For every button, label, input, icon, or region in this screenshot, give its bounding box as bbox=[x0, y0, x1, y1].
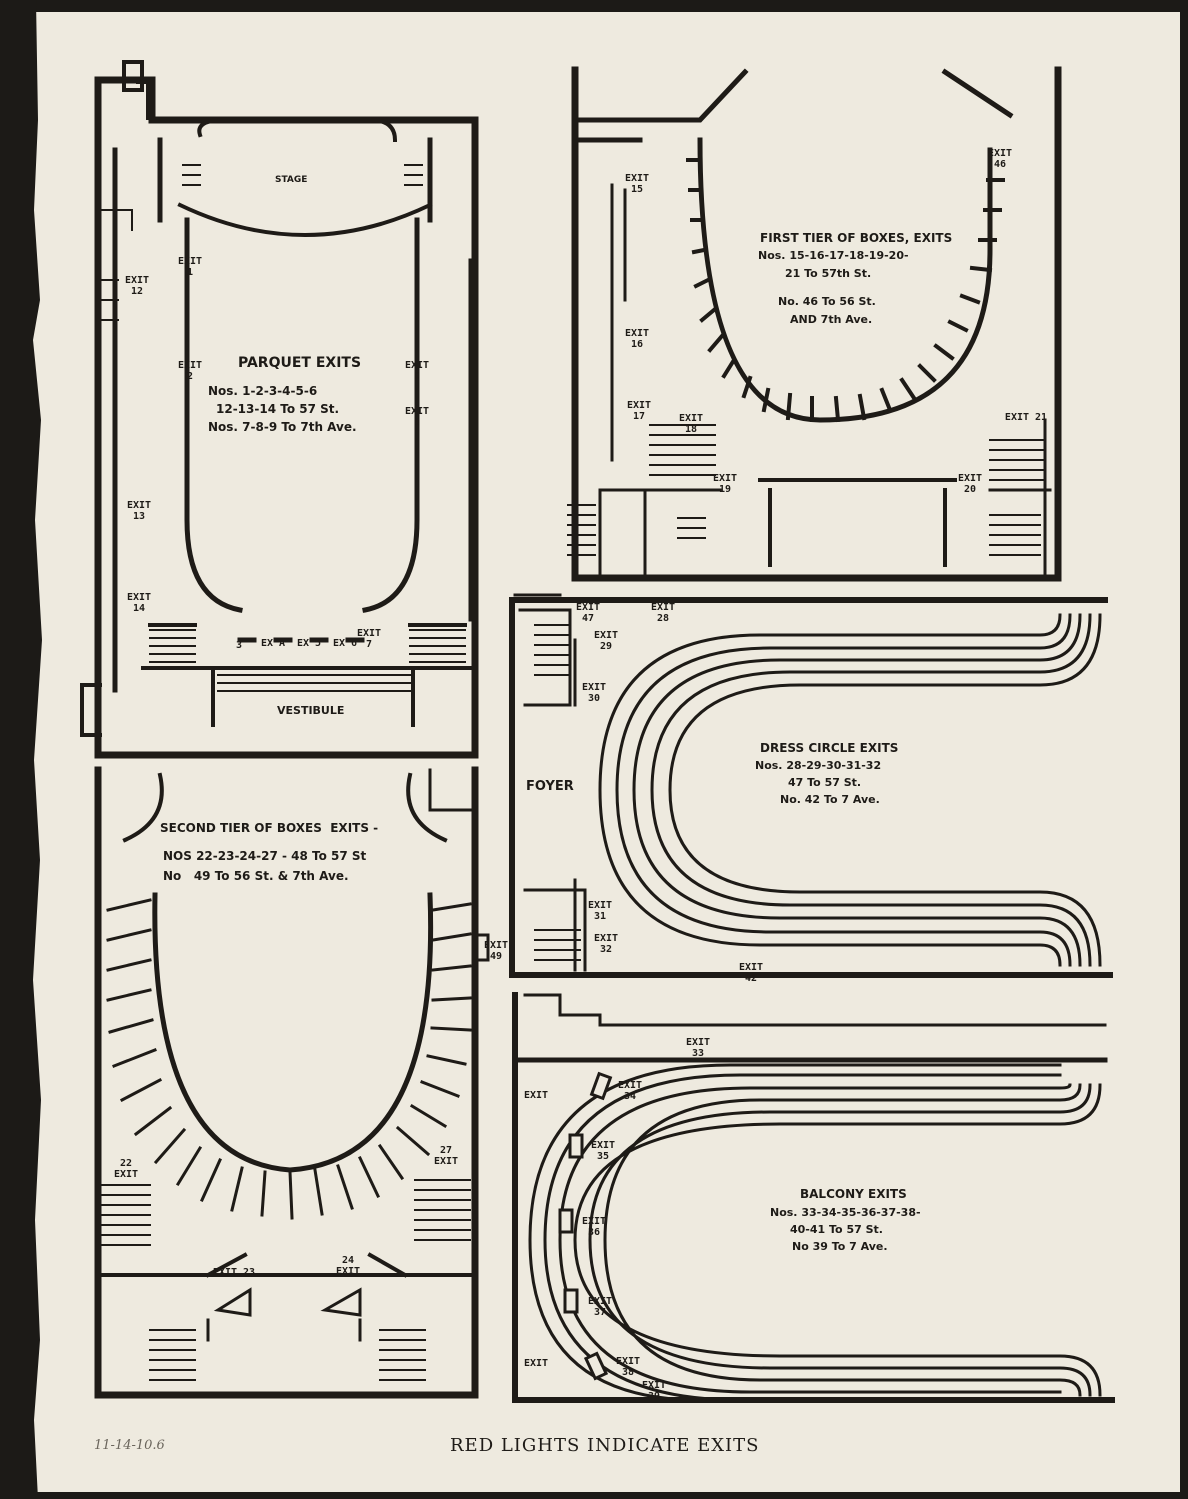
parquet-exit-6: EX 6 bbox=[332, 638, 358, 649]
dress-circle-line-2: 47 To 57 St. bbox=[788, 776, 862, 789]
first-tier-exit-21: EXIT 21 bbox=[1004, 412, 1048, 423]
first-tier-line-1: Nos. 15-16-17-18-19-20- bbox=[758, 249, 909, 262]
balcony-title: BALCONY EXITS bbox=[800, 1187, 907, 1201]
balcony-line-3: No 39 To 7 Ave. bbox=[792, 1240, 888, 1253]
dress-circle-exit-47: EXIT 47 bbox=[575, 602, 601, 624]
dress-circle-line-3: No. 42 To 7 Ave. bbox=[780, 793, 880, 806]
first-tier-line-2: 21 To 57th St. bbox=[785, 267, 872, 280]
parquet-exit-a: EX A bbox=[260, 638, 286, 649]
dress-circle-exit-32: EXIT 32 bbox=[593, 933, 619, 955]
parquet-exit-14: EXIT 14 bbox=[126, 592, 152, 614]
balcony-exit-34: EXIT 34 bbox=[617, 1080, 643, 1102]
first-tier-line-4: AND 7th Ave. bbox=[790, 313, 873, 326]
balcony-line-2: 40-41 To 57 St. bbox=[790, 1223, 883, 1236]
parquet-line-1: Nos. 1-2-3-4-5-6 bbox=[208, 384, 318, 398]
second-tier-exit-23: EXIT 23 bbox=[212, 1267, 256, 1278]
first-tier-exit-20: EXIT 20 bbox=[957, 473, 983, 495]
dress-circle-plan bbox=[509, 593, 1113, 978]
balcony-exit-33: EXIT 33 bbox=[685, 1037, 711, 1059]
balcony-exit-38: EXIT 38 bbox=[615, 1356, 641, 1378]
balcony-exit-36: EXIT 36 bbox=[581, 1216, 607, 1238]
pencil-note: 11-14-10.6 bbox=[94, 1438, 165, 1453]
dress-circle-exit-31: EXIT 31 bbox=[587, 900, 613, 922]
balcony-line-1: Nos. 33-34-35-36-37-38- bbox=[770, 1206, 921, 1219]
second-tier-exit-27: 27 EXIT bbox=[433, 1145, 459, 1167]
parquet-line-3: Nos. 7-8-9 To 7th Ave. bbox=[208, 420, 357, 434]
balcony-exit-35: EXIT 35 bbox=[590, 1140, 616, 1162]
first-tier-title: FIRST TIER OF BOXES, EXITS bbox=[760, 231, 953, 245]
parquet-title: PARQUET EXITS bbox=[238, 355, 362, 371]
torn-edge bbox=[0, 0, 42, 1499]
dress-circle-exit-29: EXIT 29 bbox=[593, 630, 619, 652]
parquet-exit-5: EX 5 bbox=[296, 638, 322, 649]
vestibule-label: VESTIBULE bbox=[277, 704, 345, 717]
parquet-exit-12: EXIT 12 bbox=[124, 275, 150, 297]
first-tier-plan bbox=[567, 66, 1062, 582]
balcony-exit-bottom: EXIT bbox=[523, 1358, 549, 1369]
second-tier-line-1: NOS 22-23-24-27 - 48 To 57 St bbox=[163, 849, 367, 863]
balcony-exit-37: EXIT 37 bbox=[587, 1296, 613, 1318]
second-tier-exit-49: EXIT 49 bbox=[483, 940, 509, 962]
first-tier-exit-16: EXIT 16 bbox=[624, 328, 650, 350]
parquet-exit-8: EXIT 8 bbox=[404, 406, 430, 428]
balcony-exit-top: EXIT bbox=[523, 1090, 549, 1101]
parquet-exit-7: EXIT 7 bbox=[356, 628, 382, 650]
parquet-exit-9: EXIT 9 bbox=[404, 360, 430, 382]
dress-circle-exit-30: EXIT 30 bbox=[581, 682, 607, 704]
parquet-exit-1: EXIT 1 bbox=[177, 256, 203, 278]
first-tier-exit-15: EXIT 15 bbox=[624, 173, 650, 195]
second-tier-title: SECOND TIER OF BOXES EXITS - bbox=[160, 821, 379, 835]
first-tier-exit-46: EXIT 46 bbox=[987, 148, 1013, 170]
first-tier-exit-18: EXIT 18 bbox=[678, 413, 704, 435]
parquet-exit-13: EXIT 13 bbox=[126, 500, 152, 522]
stage-label: STAGE bbox=[275, 175, 308, 185]
dress-circle-line-1: Nos. 28-29-30-31-32 bbox=[755, 759, 882, 772]
second-tier-plan bbox=[94, 766, 490, 1399]
balcony-exit-39: EXIT 39 bbox=[641, 1380, 667, 1402]
second-tier-line-2: No 49 To 56 St. & 7th Ave. bbox=[163, 869, 349, 883]
second-tier-exit-24: 24 EXIT bbox=[335, 1255, 361, 1277]
caption: RED LIGHTS INDICATE EXITS bbox=[450, 1435, 760, 1456]
parquet-line-2: 12-13-14 To 57 St. bbox=[216, 402, 340, 416]
dress-circle-exit-28: EXIT 28 bbox=[650, 602, 676, 624]
parquet-exit-3: 3 bbox=[235, 640, 243, 651]
parquet-plan bbox=[80, 60, 479, 759]
dress-circle-title: DRESS CIRCLE EXITS bbox=[760, 741, 899, 755]
foyer-label: FOYER bbox=[526, 779, 574, 794]
dress-circle-exit-42: EXIT 42 bbox=[738, 962, 764, 984]
first-tier-exit-19: EXIT 19 bbox=[712, 473, 738, 495]
second-tier-exit-22: 22 EXIT bbox=[113, 1158, 139, 1180]
first-tier-exit-17: EXIT 17 bbox=[626, 400, 652, 422]
balcony-plan bbox=[512, 992, 1115, 1403]
first-tier-line-3: No. 46 To 56 St. bbox=[778, 295, 876, 308]
parquet-exit-2: EXIT 2 bbox=[177, 360, 203, 382]
